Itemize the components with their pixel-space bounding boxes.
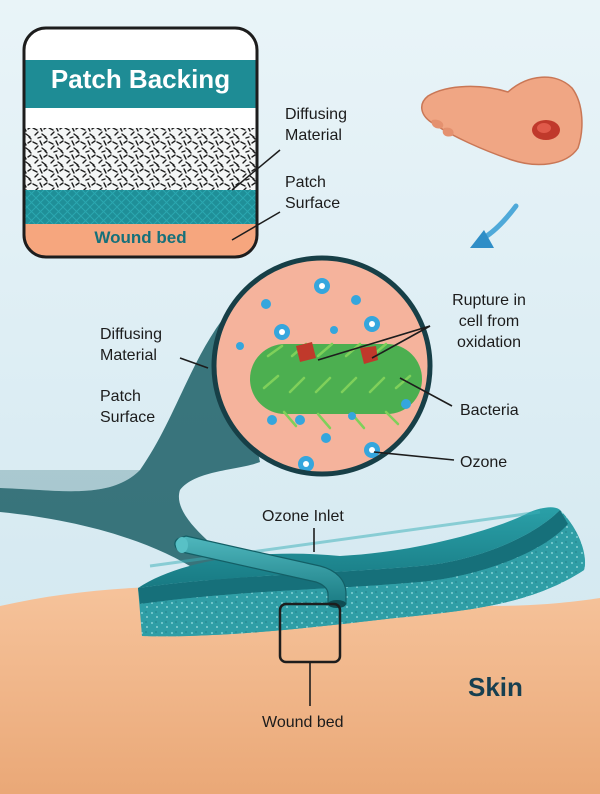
bacteria-label: Bacteria bbox=[460, 402, 519, 419]
rupture-mark-2 bbox=[360, 346, 378, 364]
rupture-label: Rupture in cell from oxidation bbox=[452, 292, 526, 351]
ozone-molecules bbox=[236, 278, 411, 472]
inset-title: Patch Backing bbox=[50, 64, 231, 94]
patch-wound-bed-label: Wound bed bbox=[262, 714, 344, 731]
funnel-shadow bbox=[0, 470, 140, 492]
inset-wound-bed-label: Wound bed bbox=[94, 228, 187, 247]
foot-illustration bbox=[421, 76, 583, 166]
patch-top-surface bbox=[138, 507, 560, 588]
ozone-inlet-label: Ozone Inlet bbox=[262, 508, 344, 525]
inset-backing-layer bbox=[24, 60, 257, 108]
rupture-mark-1 bbox=[296, 342, 316, 362]
inset-diffusing-material-label: Diffusing Material bbox=[285, 106, 347, 144]
leader-lines bbox=[179, 325, 455, 706]
inset-diffusing-layer bbox=[24, 128, 257, 190]
ozone-label: Ozone bbox=[460, 454, 508, 471]
arrow-head bbox=[470, 230, 494, 248]
skin-label: Skin bbox=[468, 672, 523, 702]
patch-foam bbox=[140, 524, 586, 637]
micro-diffusing-material-label: Diffusing Material bbox=[100, 326, 162, 364]
skin-layer bbox=[0, 586, 600, 794]
ozone-patch bbox=[138, 507, 586, 637]
magnifier-ring bbox=[211, 255, 433, 477]
micro-patch-surface-label: Patch Surface bbox=[100, 388, 156, 426]
inset-surface-layer bbox=[24, 190, 257, 224]
wound-bed-box bbox=[278, 602, 342, 664]
ozone-inlet-tube bbox=[174, 535, 347, 608]
bacterium bbox=[250, 344, 422, 414]
layer-inset bbox=[22, 26, 281, 259]
inset-wound-bed-layer bbox=[24, 224, 257, 257]
inset-frame bbox=[22, 26, 259, 259]
patch-edge bbox=[138, 510, 568, 604]
magnified-view bbox=[211, 255, 433, 477]
inset-patch-surface-label: Patch Surface bbox=[285, 174, 341, 212]
